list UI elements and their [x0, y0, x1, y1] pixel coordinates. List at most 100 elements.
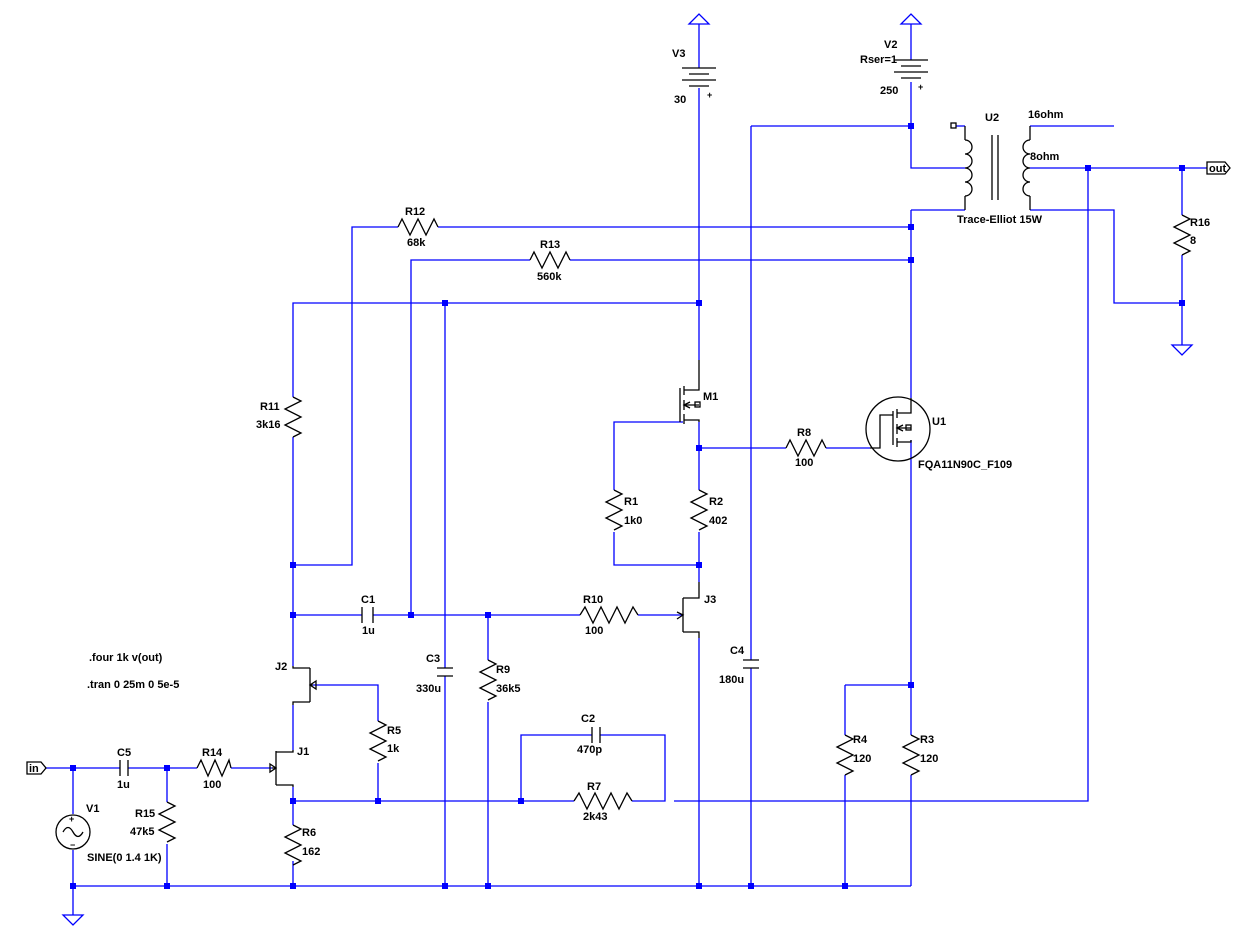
r1-resistor: R1 1k0	[604, 489, 642, 531]
svg-text:R13: R13	[540, 239, 560, 251]
c4-capacitor: C4 180u	[719, 645, 759, 686]
r12-resistor: R12 68k	[397, 206, 439, 249]
v1-name: V1	[86, 803, 99, 815]
r10-resistor: R10 100	[579, 594, 639, 637]
v2-param: Rser=1	[860, 54, 897, 66]
ground-symbol	[61, 914, 85, 926]
u2-name: U2	[985, 112, 999, 124]
svg-text:J2: J2	[275, 661, 287, 673]
c1-capacitor: C1 1u	[361, 594, 375, 637]
svg-text:560k: 560k	[537, 271, 562, 283]
svg-text:R8: R8	[797, 427, 811, 439]
junctions	[70, 123, 1185, 889]
svg-text:R1: R1	[624, 496, 638, 508]
r9-resistor: R9 36k5	[478, 659, 520, 701]
svg-text:120: 120	[853, 753, 871, 765]
svg-text:C5: C5	[117, 747, 131, 759]
v1-value: SINE(0 1.4 1K)	[87, 852, 162, 864]
supply-symbols	[61, 13, 1194, 926]
svg-text:R2: R2	[709, 496, 723, 508]
c2-capacitor: C2 470p	[577, 713, 602, 756]
v3-supply-arrow	[687, 13, 711, 25]
svg-text:R5: R5	[387, 725, 401, 737]
v3-value: 30	[674, 94, 686, 106]
svg-text:100: 100	[203, 779, 221, 791]
svg-text:162: 162	[302, 846, 320, 858]
svg-text:120: 120	[920, 753, 938, 765]
svg-text:3k16: 3k16	[256, 419, 280, 431]
r11-resistor: R11 3k16	[256, 396, 303, 438]
v2-name: V2	[884, 39, 897, 51]
r3-resistor: R3 120	[901, 734, 938, 776]
svg-text:1u: 1u	[362, 625, 375, 637]
svg-text:+: +	[918, 82, 923, 92]
c3-capacitor: C3 330u	[416, 653, 453, 695]
v1-sine-source: + − V1 SINE(0 1.4 1K)	[55, 803, 162, 864]
svg-text:R4: R4	[853, 734, 868, 746]
u2-tap8: 8ohm	[1030, 151, 1060, 163]
svg-text:1u: 1u	[117, 779, 130, 791]
svg-text:C3: C3	[426, 653, 440, 665]
svg-text:R10: R10	[583, 594, 603, 606]
svg-text:1k0: 1k0	[624, 515, 642, 527]
r15-resistor: R15 47k5	[130, 801, 177, 843]
svg-text:+: +	[707, 90, 712, 100]
r16-resistor: R16 8	[1172, 214, 1210, 256]
m1-mosfet: M1	[679, 360, 718, 424]
svg-text:R16: R16	[1190, 217, 1210, 229]
v2-battery: + V2 Rser=1 250	[860, 39, 928, 97]
v2-supply-arrow	[899, 13, 923, 25]
svg-text:470p: 470p	[577, 744, 602, 756]
v2-value: 250	[880, 85, 898, 97]
svg-text:R14: R14	[202, 747, 223, 759]
r4-resistor: R4 120	[835, 734, 871, 776]
svg-text:330u: 330u	[416, 683, 441, 695]
u2-transformer: U2 16ohm 8ohm Trace-Elliot 15W	[950, 109, 1064, 226]
j2-jfet: J2	[275, 661, 317, 705]
r2-resistor: R2 402	[689, 489, 727, 531]
svg-text:100: 100	[585, 625, 603, 637]
svg-text:FQA11N90C_F109: FQA11N90C_F109	[918, 459, 1012, 471]
port-in: in	[26, 761, 47, 775]
ground-symbol	[1170, 344, 1194, 356]
svg-text:R7: R7	[587, 781, 601, 793]
svg-text:C4: C4	[730, 645, 745, 657]
v3-name: V3	[672, 48, 685, 60]
svg-text:2k43: 2k43	[583, 811, 607, 823]
svg-text:U1: U1	[932, 416, 946, 428]
four-directive: .four 1k v(out)	[89, 652, 163, 664]
u2-model: Trace-Elliot 15W	[957, 214, 1043, 226]
svg-text:C1: C1	[361, 594, 375, 606]
svg-text:402: 402	[709, 515, 727, 527]
svg-text:8: 8	[1190, 235, 1196, 247]
svg-text:36k5: 36k5	[496, 683, 520, 695]
v3-battery: + V3 30	[672, 48, 716, 106]
tran-directive: .tran 0 25m 0 5e-5	[87, 679, 179, 691]
svg-text:J3: J3	[704, 594, 716, 606]
svg-text:+: +	[69, 814, 74, 824]
svg-text:R9: R9	[496, 664, 510, 676]
svg-text:C2: C2	[581, 713, 595, 725]
j3-jfet: J3	[676, 582, 716, 638]
port-in-label: in	[29, 763, 39, 775]
svg-text:J1: J1	[297, 746, 309, 758]
r14-resistor: R14 100	[196, 747, 232, 791]
r5-resistor: R5 1k	[368, 720, 401, 762]
u1-power-mosfet: U1 FQA11N90C_F109	[865, 396, 1012, 471]
svg-text:100: 100	[795, 457, 813, 469]
r7-resistor: R7 2k43	[573, 781, 633, 823]
svg-text:1k: 1k	[387, 743, 400, 755]
svg-text:47k5: 47k5	[130, 826, 154, 838]
svg-text:180u: 180u	[719, 674, 744, 686]
r6-resistor: R6 162	[283, 824, 320, 866]
spice-directives: .four 1k v(out) .tran 0 25m 0 5e-5	[87, 652, 179, 691]
svg-text:R3: R3	[920, 734, 934, 746]
c5-capacitor: C5 1u	[117, 747, 131, 791]
port-out-label: out	[1209, 163, 1226, 175]
u2-tap16: 16ohm	[1028, 109, 1064, 121]
svg-text:M1: M1	[703, 391, 718, 403]
j1-jfet: J1	[269, 746, 309, 787]
svg-text:−: −	[70, 840, 75, 850]
svg-text:R12: R12	[405, 206, 425, 218]
